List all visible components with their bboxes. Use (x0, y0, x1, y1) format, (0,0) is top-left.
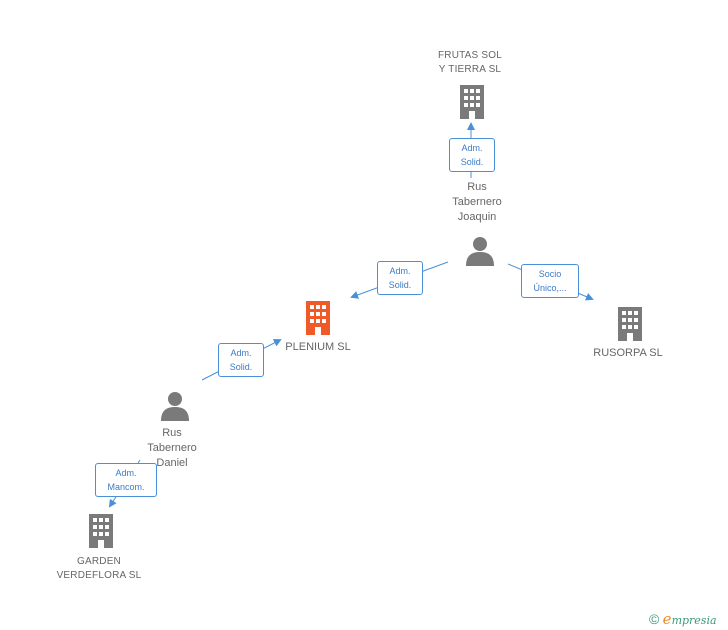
brand-name: mpresia (671, 614, 717, 627)
edge-label-joaquin-rusorpa[interactable]: Socio Único,... (521, 264, 579, 298)
node-daniel-label[interactable]: Rus Tabernero Daniel (147, 427, 197, 469)
edge-label-daniel-garden[interactable]: Adm. Mancom. (95, 463, 157, 497)
person-icon[interactable] (160, 391, 190, 421)
brand-initial: e (662, 610, 672, 628)
edge-label-joaquin-plenium[interactable]: Adm. Solid. (377, 261, 423, 295)
building-icon-main[interactable] (303, 301, 333, 335)
edge-label-daniel-plenium[interactable]: Adm. Solid. (218, 343, 264, 377)
brand-footer: © empresia (649, 610, 717, 628)
copyright-icon: © (649, 611, 660, 627)
edge-label-joaquin-frutas[interactable]: Adm. Solid. (449, 138, 495, 172)
person-icon[interactable] (465, 236, 495, 266)
node-joaquin-label[interactable]: Rus Tabernero Joaquin (452, 181, 502, 223)
building-icon[interactable] (615, 307, 645, 341)
node-frutas-label[interactable]: FRUTAS SOL Y TIERRA SL (437, 50, 503, 75)
building-icon[interactable] (457, 85, 487, 119)
node-garden-label[interactable]: GARDEN VERDEFLORA SL (56, 556, 142, 581)
node-rusorpa-label[interactable]: RUSORPA SL (593, 347, 663, 359)
node-plenium-label[interactable]: PLENIUM SL (285, 341, 351, 353)
building-icon[interactable] (86, 514, 116, 548)
